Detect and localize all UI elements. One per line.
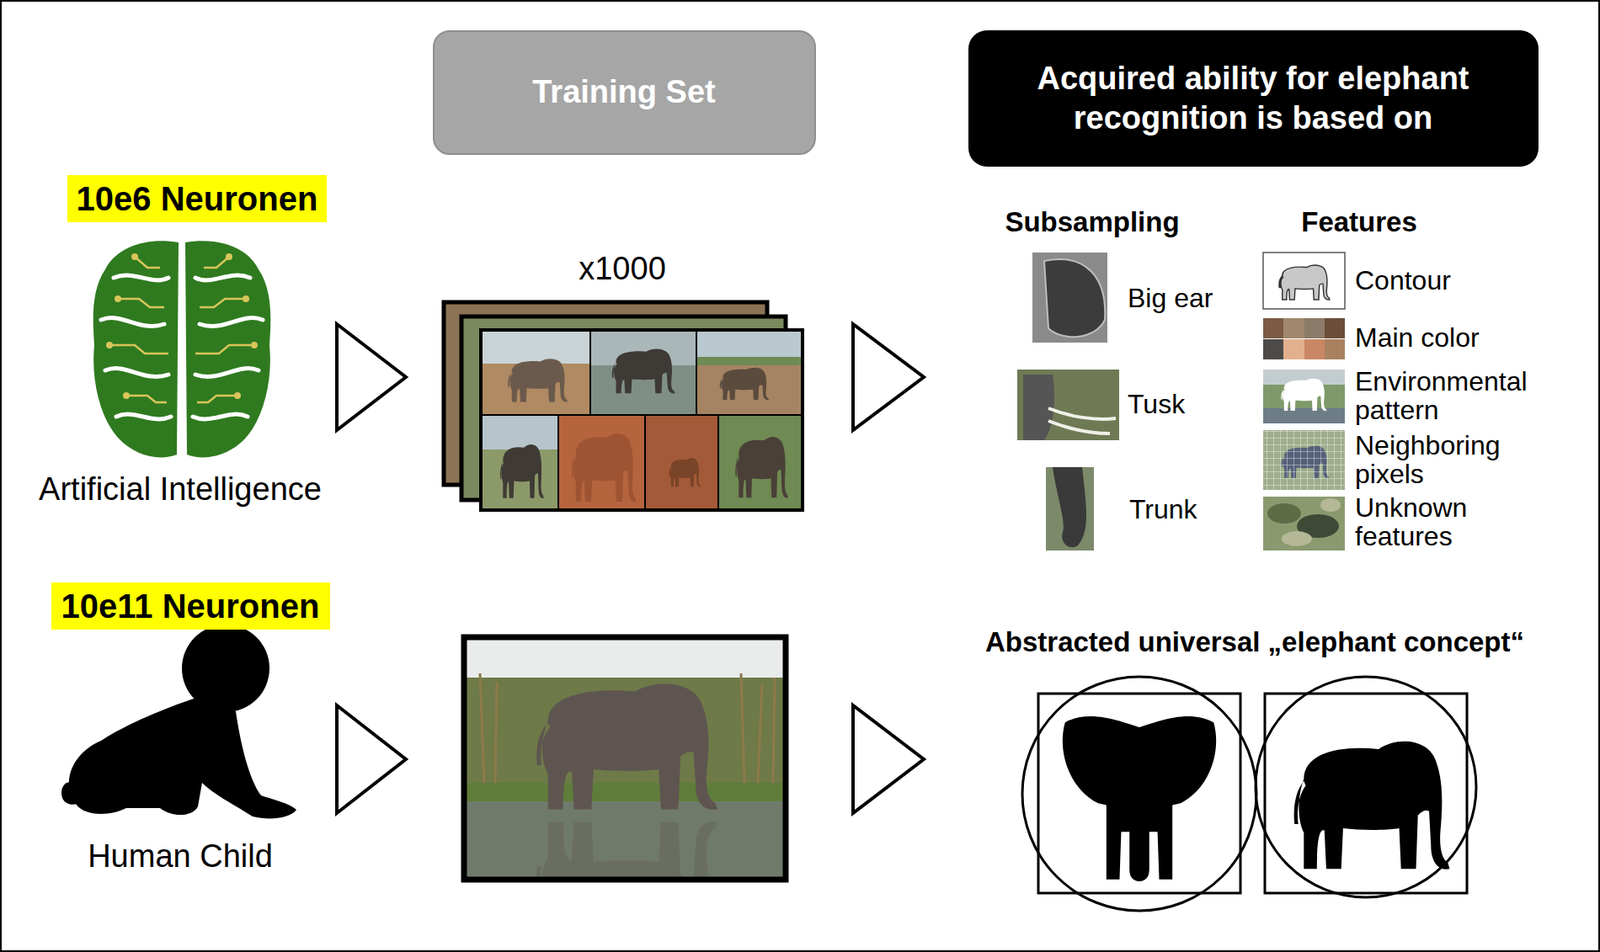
icon-caption: Artificial Intelligence [38, 473, 322, 507]
feature-thumbnails [1263, 252, 1345, 551]
feature-label: Neighboring pixels [1354, 432, 1549, 489]
header-box: Acquired ability for elephant recognitio… [968, 30, 1539, 167]
count-label: x1000 [578, 252, 667, 287]
concept-heading: Abstracted universal „elephant concept“ [985, 628, 1525, 658]
box-text: 10e6 Neuronen [76, 178, 319, 219]
box-text: Acquired ability for elephant recognitio… [990, 58, 1517, 139]
child-silhouette [61, 624, 297, 819]
box-text: 10e11 Neuronen [61, 586, 320, 627]
subsampling-thumbnails [1017, 252, 1120, 551]
elephant-concept-figures [1022, 677, 1477, 912]
feature-label: Big ear [1127, 284, 1213, 314]
photo-stack [443, 302, 805, 512]
brain-icon [93, 240, 272, 458]
column-heading: Features [1301, 208, 1418, 238]
highlight-band: 10e11 Neuronen [51, 582, 331, 630]
elephant-photo [464, 637, 786, 949]
icon-caption: Human Child [87, 840, 273, 875]
highlight-band: 10e6 Neuronen [67, 175, 327, 223]
column-heading: Subsampling [1004, 208, 1179, 238]
header-box: Training Set [432, 30, 816, 155]
arrow-triangles [336, 324, 924, 814]
feature-label: Environmental pattern [1354, 368, 1549, 425]
feature-label: Contour [1354, 266, 1451, 296]
feature-label: Main color [1354, 324, 1480, 353]
feature-label: Tusk [1127, 390, 1185, 420]
box-text: Training Set [532, 73, 715, 112]
feature-label: Unknown features [1354, 494, 1549, 551]
feature-label: Trunk [1129, 496, 1198, 525]
